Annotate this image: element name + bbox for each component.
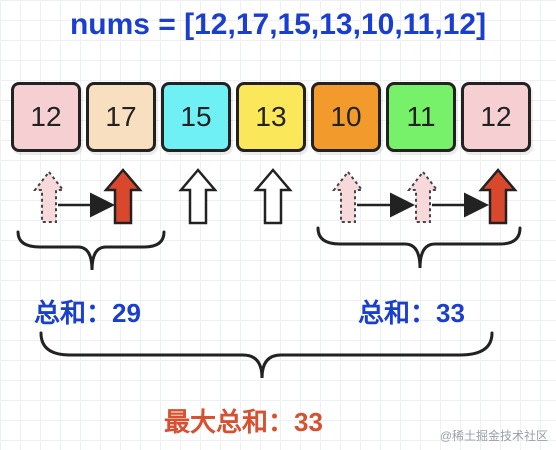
cell-value-4: 10 [330, 101, 362, 132]
up-arrow-dotted-5 [406, 170, 440, 223]
nums-title: nums = [12,17,15,13,10,11,12] [69, 8, 487, 41]
array-cells: 12 17 15 13 10 11 12 [11, 82, 546, 158]
up-arrow-hollow-2 [178, 168, 218, 225]
array-cell-3: 13 [236, 82, 306, 152]
right-sum-label: 总和：33 [358, 298, 465, 328]
array-cell-6: 12 [461, 82, 531, 152]
watermark: @稀土掘金技术社区 [439, 429, 548, 443]
brace-left [16, 230, 166, 271]
brace-right [316, 226, 522, 269]
cell-value-5: 11 [406, 101, 436, 132]
array-cell-0: 12 [11, 82, 81, 152]
array-cell-5: 11 [386, 82, 456, 152]
cell-value-0: 12 [30, 101, 62, 132]
max-sum-label: 最大总和：33 [164, 407, 323, 437]
cell-value-6: 12 [480, 101, 512, 132]
up-arrow-hollow-3 [253, 168, 293, 225]
cell-value-1: 17 [105, 101, 137, 132]
up-arrow-dotted-0 [32, 170, 66, 223]
array-cell-2: 15 [161, 82, 231, 152]
up-arrow-dotted-4 [331, 170, 365, 223]
brace-bottom [39, 331, 494, 379]
left-sum-label: 总和：29 [34, 298, 141, 328]
cell-value-3: 13 [255, 101, 287, 132]
cell-value-2: 15 [180, 101, 212, 132]
array-cell-1: 17 [86, 82, 156, 152]
array-cell-4: 10 [311, 82, 381, 152]
up-arrow-red-1 [103, 168, 143, 225]
up-arrow-red-6 [478, 168, 518, 225]
